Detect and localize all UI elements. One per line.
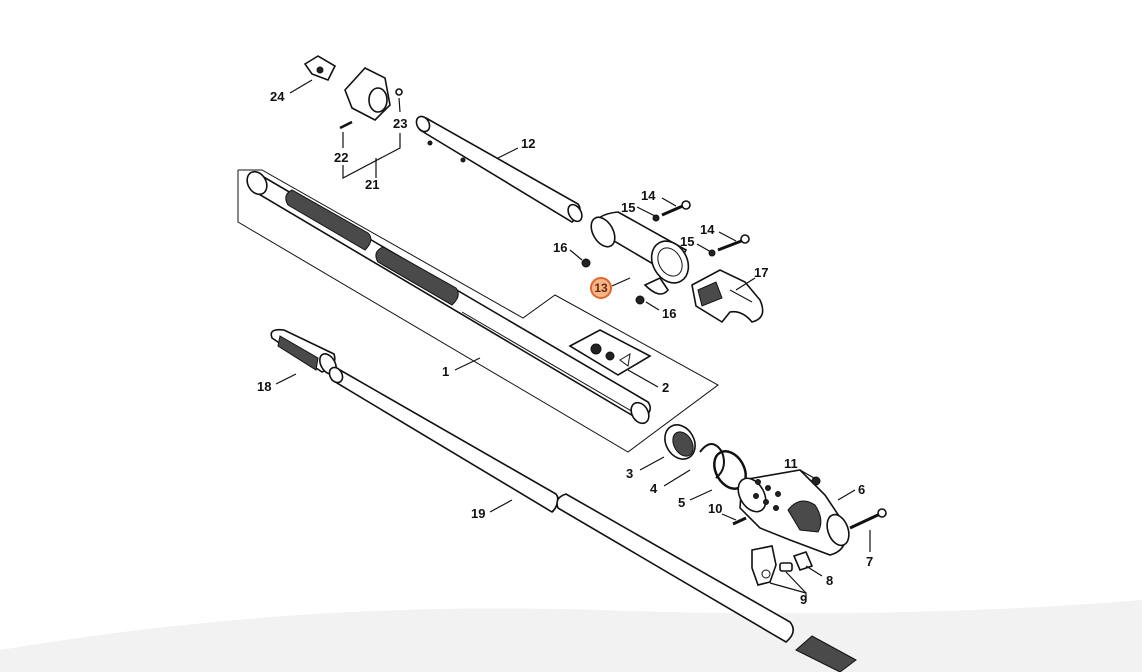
gear-housing — [737, 469, 850, 556]
screw-7 — [849, 512, 881, 530]
callout-1: 1 — [442, 364, 449, 379]
nut-11 — [811, 476, 821, 486]
bottom-end-fitting — [795, 635, 857, 672]
background-shading — [0, 600, 1142, 672]
callout-15-lower: 15 — [680, 234, 694, 249]
callout-7: 7 — [866, 554, 873, 569]
callout-11: 11 — [784, 456, 798, 471]
deflector-bracket — [751, 545, 793, 586]
callout-17: 17 — [754, 265, 768, 280]
callout-3: 3 — [626, 466, 633, 481]
main-shaft — [246, 170, 651, 425]
callout-16-upper: 16 — [553, 240, 567, 255]
screw-upper — [652, 200, 691, 222]
clamp-collar — [590, 211, 690, 295]
callout-2: 2 — [662, 380, 669, 395]
callout-12: 12 — [521, 136, 535, 151]
warning-label-decal — [568, 329, 652, 376]
retaining-ring — [699, 443, 725, 479]
callout-9: 9 — [800, 592, 807, 607]
callout-24: 24 — [270, 89, 285, 104]
callout-15-upper: 15 — [621, 200, 635, 215]
callout-14-upper: 14 — [641, 188, 656, 203]
callout-21: 21 — [365, 177, 379, 192]
callout-18: 18 — [257, 379, 271, 394]
callout-8: 8 — [826, 573, 833, 588]
shaft-group-frame — [237, 169, 719, 453]
upper-tube — [415, 115, 583, 223]
callout-4: 4 — [650, 481, 658, 496]
callout-6: 6 — [858, 482, 865, 497]
nut-upper — [581, 258, 591, 268]
callout-23: 23 — [393, 116, 407, 131]
clamp-8 — [792, 551, 814, 571]
nut-lower — [635, 295, 645, 305]
callout-13-highlight[interactable]: 13 — [590, 277, 612, 299]
callout-14-lower: 14 — [700, 222, 715, 237]
callout-13: 13 — [594, 281, 608, 295]
screw-7-head — [877, 508, 887, 518]
callout-22: 22 — [334, 150, 348, 165]
callout-19: 19 — [471, 506, 485, 521]
callout-labels: 24 23 22 21 12 14 15 14 15 16 16 17 13 1… — [257, 89, 873, 607]
bushing — [664, 424, 696, 460]
screw-10 — [732, 516, 747, 526]
leader-lines — [275, 79, 871, 598]
switch-housing — [691, 269, 764, 324]
screw-lower — [708, 234, 750, 257]
callout-16-lower: 16 — [662, 306, 676, 321]
callout-10: 10 — [708, 501, 722, 516]
handle-bracket — [303, 55, 403, 130]
callout-5: 5 — [678, 495, 685, 510]
drive-shaft — [328, 366, 794, 643]
